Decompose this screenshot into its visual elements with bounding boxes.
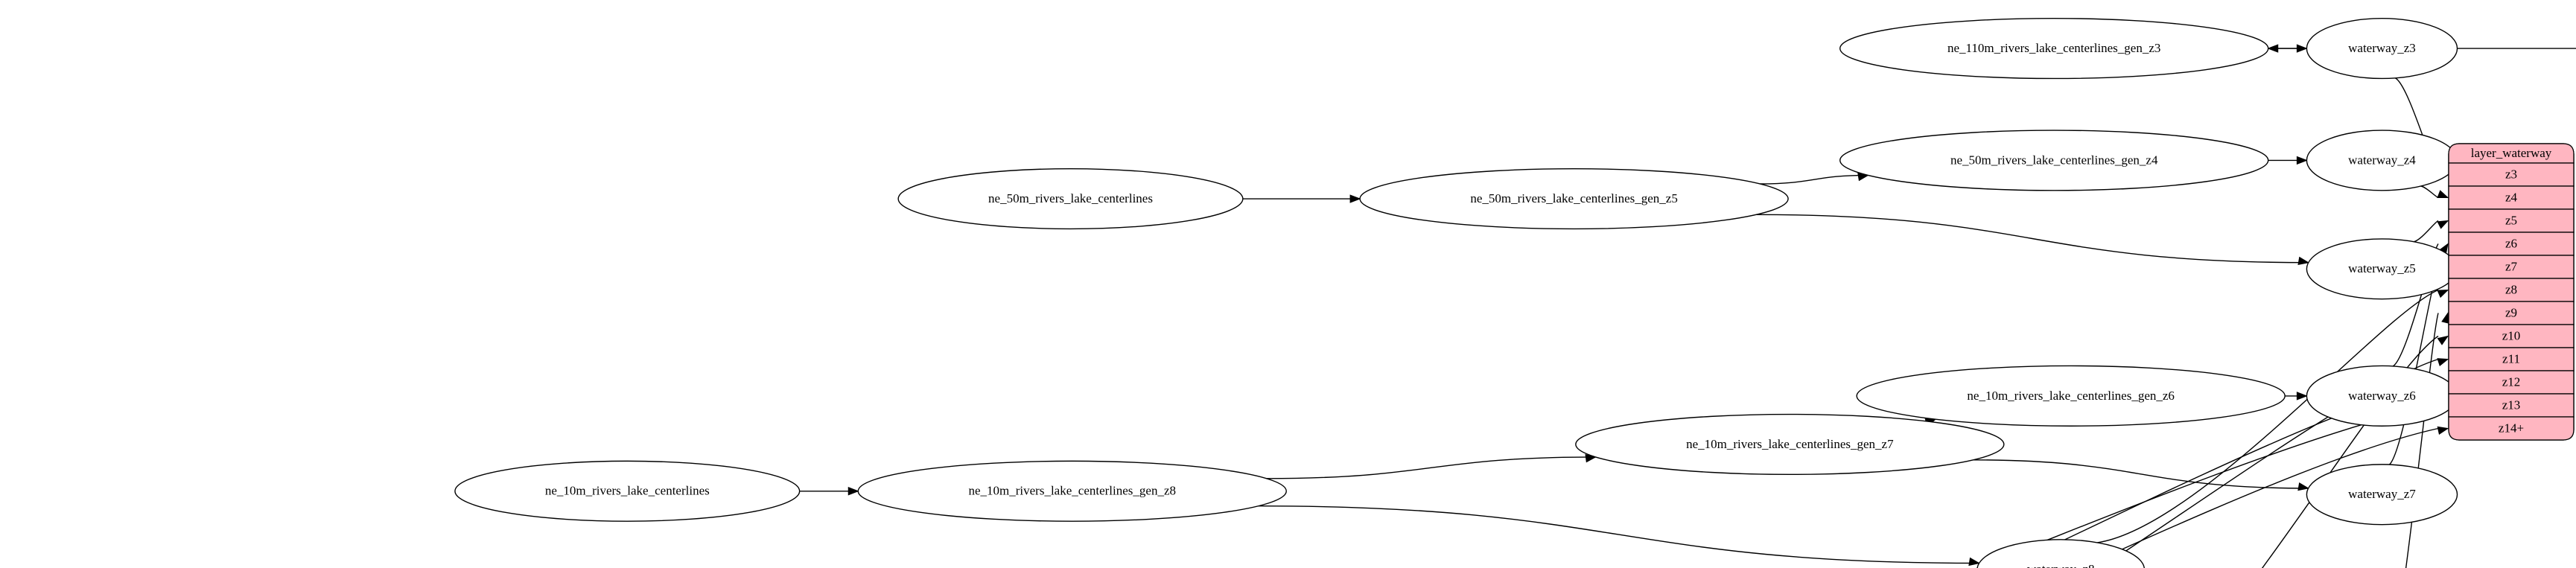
node-ellipse — [1839, 130, 2269, 191]
graph-edge-ne_10m_rivers_lake_centerlines-to-ne_10m_rivers_lake_centerlines_gen_z8 — [799, 487, 859, 496]
graph-node-waterway_z8[interactable]: waterway_z8 — [1976, 539, 2146, 568]
graph-edge-waterway_z9-to-layer_waterway_z9 — [2405, 312, 2450, 568]
graph-edge-ne_50m_rivers_lake_centerlines_gen_z5-to-ne_50m_rivers_lake_centerlines_gen_z4 — [1760, 172, 1869, 185]
edge-line — [1973, 459, 2309, 489]
table-header: layer_waterway — [2448, 143, 2575, 164]
nodes-layer: imposm3osm_waterway_linestringosm_import… — [454, 17, 2458, 568]
edge-arrowhead — [2297, 482, 2309, 491]
table-row-z7[interactable]: z7 — [2448, 255, 2575, 279]
graph-node-ne_10m_rivers_lake_centerlines[interactable]: ne_10m_rivers_lake_centerlines — [454, 460, 801, 522]
graph-edge-waterway_z14-to-layer_waterway_z14_ — [2079, 426, 2449, 568]
node-ellipse — [1839, 17, 2269, 80]
edge-arrowhead — [2297, 256, 2310, 266]
edge-line — [2079, 427, 2439, 568]
graph-node-waterway_z5[interactable]: waterway_z5 — [2306, 238, 2458, 300]
table-row-z9[interactable]: z9 — [2448, 301, 2575, 325]
node-ellipse — [2306, 365, 2458, 427]
graph-edge-ne_50m_rivers_lake_centerlines-to-ne_50m_rivers_lake_centerlines_gen_z5 — [1242, 194, 1361, 203]
table-row-z13[interactable]: z13 — [2448, 393, 2575, 418]
graph-edge-ne_10m_rivers_lake_centerlines_gen_z8-to-waterway_z8 — [1258, 505, 1980, 567]
edge-line — [1756, 214, 2309, 264]
graph-node-ne_10m_rivers_lake_centerlines_gen_z8[interactable]: ne_10m_rivers_lake_centerlines_gen_z8 — [857, 460, 1287, 522]
table-row-z3[interactable]: z3 — [2448, 162, 2575, 187]
graph-node-ne_10m_rivers_lake_centerlines_gen_z6[interactable]: ne_10m_rivers_lake_centerlines_gen_z6 — [1856, 365, 2286, 427]
node-ellipse — [1976, 539, 2146, 568]
graph-node-ne_50m_rivers_lake_centerlines[interactable]: ne_50m_rivers_lake_centerlines — [897, 167, 1244, 230]
node-ellipse — [1575, 413, 2005, 476]
node-ellipse — [857, 460, 1287, 522]
graph-edge-ne_10m_rivers_lake_centerlines_gen_z6-to-waterway_z6 — [2285, 392, 2308, 401]
graph-node-ne_10m_rivers_lake_centerlines_gen_z7[interactable]: ne_10m_rivers_lake_centerlines_gen_z7 — [1575, 413, 2005, 476]
edge-arrowhead — [2437, 335, 2449, 345]
edge-arrowhead — [2437, 358, 2449, 367]
graph-edge-waterway_z5-to-layer_waterway_z5 — [2413, 220, 2449, 243]
graph-edge-waterway_z4-to-layer_waterway_z4 — [2420, 185, 2449, 199]
graph-node-waterway_z7[interactable]: waterway_z7 — [2306, 464, 2458, 526]
graph-node-waterway_z6[interactable]: waterway_z6 — [2306, 365, 2458, 427]
table-row-z12[interactable]: z12 — [2448, 370, 2575, 395]
table-row-z14plus[interactable]: z14+ — [2448, 416, 2575, 441]
edge-line — [2097, 289, 2439, 543]
node-ellipse — [2306, 130, 2458, 191]
table-row-z11[interactable]: z11 — [2448, 347, 2575, 371]
graph-edge-ne_50m_rivers_lake_centerlines_gen_z4-to-waterway_z4 — [2268, 156, 2308, 165]
table-row-z4[interactable]: z4 — [2448, 185, 2575, 210]
edge-line — [2413, 220, 2439, 243]
graph-edge-waterway_z8-to-layer_waterway_z8 — [2097, 289, 2449, 543]
graph-edge-ne_10m_rivers_lake_centerlines_gen_z8-to-ne_10m_rivers_lake_centerlines_gen_z7 — [1266, 454, 1597, 479]
node-ellipse — [2306, 238, 2458, 300]
graph-node-ne_110m_rivers_lake_centerlines_gen_z3[interactable]: ne_110m_rivers_lake_centerlines_gen_z3 — [1839, 17, 2269, 80]
edge-arrowhead — [2296, 44, 2308, 53]
node-ellipse — [2306, 464, 2458, 526]
table-row-z6[interactable]: z6 — [2448, 232, 2575, 256]
edge-line — [2004, 381, 2439, 568]
table-row-z8[interactable]: z8 — [2448, 278, 2575, 302]
layer-waterway-table: layer_waterwayz3z4z5z6z7z8z9z10z11z12z13… — [2448, 143, 2575, 441]
node-ellipse — [2306, 17, 2458, 80]
table-row-z10[interactable]: z10 — [2448, 324, 2575, 348]
edge-line — [2420, 185, 2439, 199]
graph-node-ne_50m_rivers_lake_centerlines_gen_z4[interactable]: ne_50m_rivers_lake_centerlines_gen_z4 — [1839, 130, 2269, 191]
edge-arrowhead — [2441, 312, 2450, 324]
table-row-z5[interactable]: z5 — [2448, 208, 2575, 233]
graph-node-ne_50m_rivers_lake_centerlines_gen_z5[interactable]: ne_50m_rivers_lake_centerlines_gen_z5 — [1359, 167, 1789, 230]
edge-line — [1258, 505, 1979, 564]
graph-edge-ne_10m_rivers_lake_centerlines_gen_z7-to-waterway_z7 — [1973, 459, 2309, 491]
graph-edge-ne_110m_rivers_lake_centerlines_gen_z3-to-waterway_z3 — [2268, 44, 2308, 53]
edge-arrowhead — [2437, 190, 2449, 199]
edge-line — [1266, 456, 1596, 479]
edge-arrowhead — [2437, 220, 2449, 229]
edge-arrowhead — [1968, 557, 1980, 567]
node-ellipse — [1359, 167, 1789, 230]
graph-edge-ne_50m_rivers_lake_centerlines_gen_z5-to-waterway_z5 — [1756, 214, 2310, 266]
edge-arrowhead — [1349, 194, 1361, 203]
node-ellipse — [1856, 365, 2286, 427]
graph-node-waterway_z3[interactable]: waterway_z3 — [2306, 17, 2458, 80]
edge-arrowhead — [2437, 426, 2449, 435]
node-ellipse — [454, 460, 801, 522]
edge-arrowhead — [2296, 392, 2308, 401]
graph-node-waterway_z4[interactable]: waterway_z4 — [2306, 130, 2458, 191]
edge-arrowhead — [2437, 289, 2449, 299]
edge-line — [1976, 404, 2439, 568]
edge-arrowhead — [847, 487, 859, 496]
edge-arrowhead — [2296, 156, 2308, 165]
node-ellipse — [897, 167, 1244, 230]
edge-line — [1760, 174, 1869, 185]
